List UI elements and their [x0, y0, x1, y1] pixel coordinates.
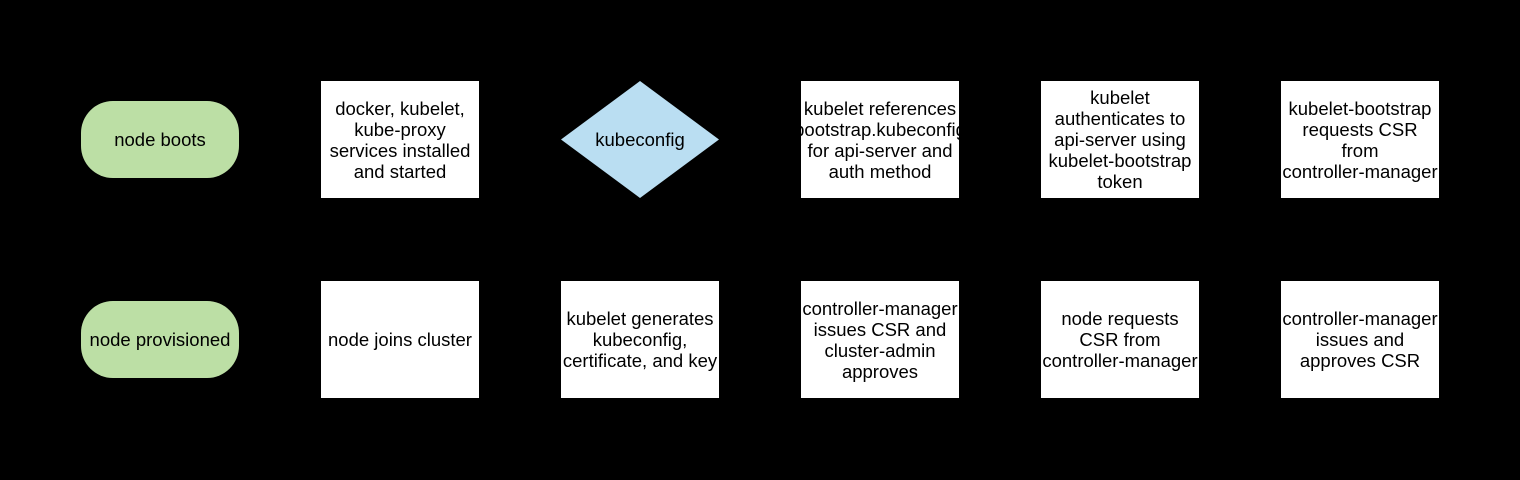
process-kubelet-authenticates: kubelet authenticates to api-server usin… [1041, 81, 1199, 198]
process-node-requests-csr: node requests CSR from controller-manage… [1041, 281, 1199, 398]
decision-kubeconfig: kubeconfig [561, 81, 719, 198]
node-label: controller-manager issues CSR and cluste… [802, 297, 958, 382]
terminator-node-boots: node boots [81, 101, 239, 178]
node-label: controller-manager issues and approves C… [1282, 308, 1438, 371]
node-label: docker, kubelet, kube-proxy services ins… [329, 97, 471, 182]
node-label: node boots [114, 129, 206, 150]
process-controller-manager-approves-csr: controller-manager issues and approves C… [1281, 281, 1439, 398]
node-label: node joins cluster [328, 329, 472, 350]
process-controller-manager-issues-csr: controller-manager issues CSR and cluste… [801, 281, 959, 398]
process-kubelet-references-bootstrap-kubeconfig: kubelet references bootstrap.kubeconfig … [794, 81, 966, 198]
node-label: kubelet authenticates to api-server usin… [1048, 87, 1192, 192]
process-kubelet-generates-kubeconfig: kubelet generates kubeconfig, certificat… [561, 281, 719, 398]
process-kubelet-bootstrap-requests-csr: kubelet-bootstrap requests CSR from cont… [1281, 81, 1439, 198]
node-label: kubelet generates kubeconfig, certificat… [562, 308, 718, 371]
node-label: kubeconfig [595, 129, 685, 150]
node-label: node requests CSR from controller-manage… [1042, 308, 1198, 371]
node-label: node provisioned [89, 329, 231, 350]
terminator-node-provisioned: node provisioned [81, 301, 239, 378]
process-node-joins-cluster: node joins cluster [321, 281, 479, 398]
process-services-installed: docker, kubelet, kube-proxy services ins… [321, 81, 479, 198]
node-label: kubelet references bootstrap.kubeconfig … [794, 97, 966, 182]
node-label: kubelet-bootstrap requests CSR from cont… [1282, 97, 1438, 182]
